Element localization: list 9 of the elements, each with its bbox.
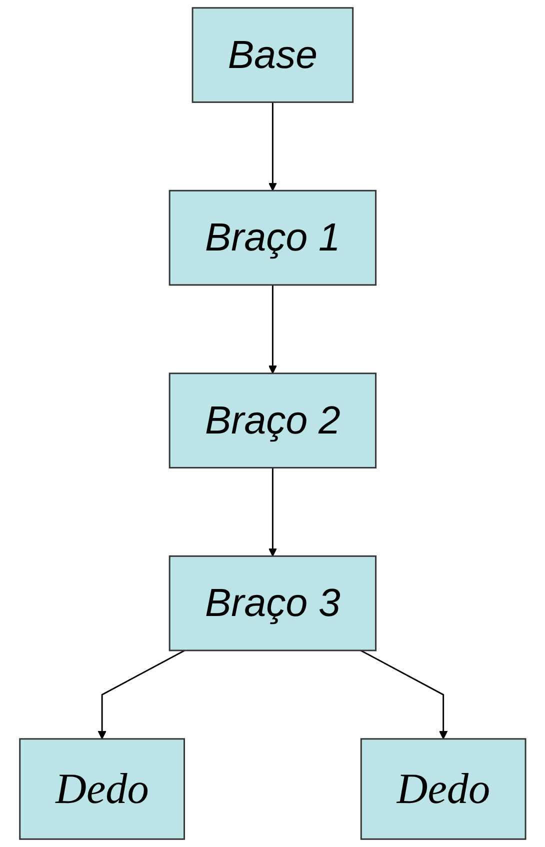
arrow [98, 650, 185, 740]
node-box: Braço 2 [168, 372, 376, 468]
node-box: Braço 3 [168, 555, 376, 652]
node-box: Base [192, 7, 354, 103]
node-box: Braço 1 [168, 190, 376, 286]
arrow [268, 102, 277, 192]
arrow [268, 468, 277, 557]
arrow [360, 650, 448, 740]
arrow [268, 284, 277, 374]
